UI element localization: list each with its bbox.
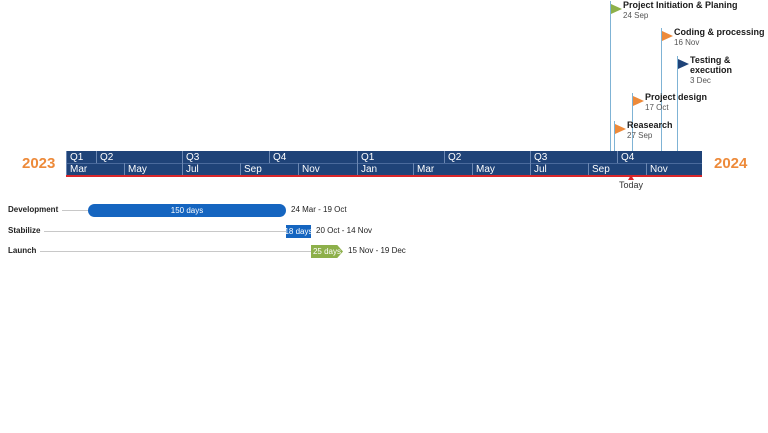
month-label: Nov bbox=[650, 164, 668, 175]
milestone-flag-icon bbox=[615, 124, 626, 134]
task-bar: 18 days bbox=[284, 225, 313, 238]
milestone-date: 17 Oct bbox=[645, 103, 669, 112]
today-label: Today bbox=[619, 180, 644, 190]
start-year-label: 2023 bbox=[22, 155, 56, 172]
quarter-tick bbox=[66, 151, 67, 163]
task-label: Development bbox=[8, 205, 59, 214]
month-label: Nov bbox=[302, 164, 320, 175]
milestone-title: Testing & execution bbox=[690, 55, 733, 75]
month-tick bbox=[530, 163, 531, 175]
month-tick bbox=[413, 163, 414, 175]
quarter-tick bbox=[357, 151, 358, 163]
end-year-label: 2024 bbox=[714, 155, 748, 172]
milestone-flag-icon bbox=[678, 59, 689, 69]
month-tick bbox=[588, 163, 589, 175]
milestone-pole bbox=[632, 93, 633, 151]
milestone-flag-icon bbox=[611, 4, 622, 14]
task-bar: 25 days bbox=[311, 245, 343, 258]
task-guide-line bbox=[40, 251, 311, 252]
milestone-date: 24 Sep bbox=[623, 11, 649, 20]
milestone-title: Project Initiation & Planing bbox=[623, 0, 738, 10]
quarter-tick bbox=[96, 151, 97, 163]
task-label: Launch bbox=[8, 246, 37, 255]
today-marker-icon bbox=[628, 175, 634, 180]
quarter-label: Q3 bbox=[534, 152, 548, 163]
month-tick bbox=[66, 163, 67, 175]
quarter-tick bbox=[444, 151, 445, 163]
month-label: Sep bbox=[592, 164, 610, 175]
month-label: Mar bbox=[417, 164, 435, 175]
today-axis-line bbox=[66, 175, 702, 177]
quarter-label: Q2 bbox=[100, 152, 114, 163]
milestone-title: Coding & processing bbox=[674, 27, 765, 37]
month-label: May bbox=[128, 164, 147, 175]
month-tick bbox=[646, 163, 647, 175]
quarter-tick bbox=[530, 151, 531, 163]
month-label: Jul bbox=[186, 164, 199, 175]
milestone-date: 16 Nov bbox=[674, 38, 700, 47]
month-label: Jan bbox=[361, 164, 378, 175]
milestone-date: 3 Dec bbox=[690, 76, 711, 85]
month-label: May bbox=[476, 164, 495, 175]
month-tick bbox=[357, 163, 358, 175]
month-tick bbox=[182, 163, 183, 175]
task-guide-line bbox=[62, 210, 88, 211]
milestone-pole bbox=[677, 56, 678, 151]
task-label: Stabilize bbox=[8, 226, 41, 235]
task-date-range: 15 Nov - 19 Dec bbox=[348, 246, 406, 255]
quarter-label: Q4 bbox=[273, 152, 287, 163]
month-label: Mar bbox=[70, 164, 88, 175]
milestone-title: Project design bbox=[645, 92, 708, 102]
milestone-pole bbox=[661, 28, 662, 151]
milestone-date: 27 Sep bbox=[627, 131, 653, 140]
milestone-pole bbox=[610, 1, 611, 151]
milestone-flag-icon bbox=[662, 31, 673, 41]
task-guide-line bbox=[44, 231, 286, 232]
milestone-pole bbox=[614, 121, 615, 151]
month-tick bbox=[240, 163, 241, 175]
timeline-band-divider bbox=[66, 163, 702, 164]
task-date-range: 20 Oct - 14 Nov bbox=[316, 226, 373, 235]
quarter-label: Q4 bbox=[621, 152, 635, 163]
quarter-label: Q3 bbox=[186, 152, 200, 163]
quarter-label: Q1 bbox=[70, 152, 84, 163]
month-label: Jul bbox=[534, 164, 547, 175]
milestone-flag-icon bbox=[633, 96, 644, 106]
milestone-title: Reasearch bbox=[627, 120, 673, 130]
month-tick bbox=[472, 163, 473, 175]
month-tick bbox=[124, 163, 125, 175]
task-bar: 150 days bbox=[88, 204, 286, 217]
quarter-tick bbox=[269, 151, 270, 163]
task-date-range: 24 Mar - 19 Oct bbox=[291, 205, 347, 214]
quarter-label: Q2 bbox=[448, 152, 462, 163]
quarter-tick bbox=[617, 151, 618, 163]
quarter-tick bbox=[182, 151, 183, 163]
month-label: Sep bbox=[244, 164, 262, 175]
quarter-label: Q1 bbox=[361, 152, 375, 163]
month-tick bbox=[298, 163, 299, 175]
